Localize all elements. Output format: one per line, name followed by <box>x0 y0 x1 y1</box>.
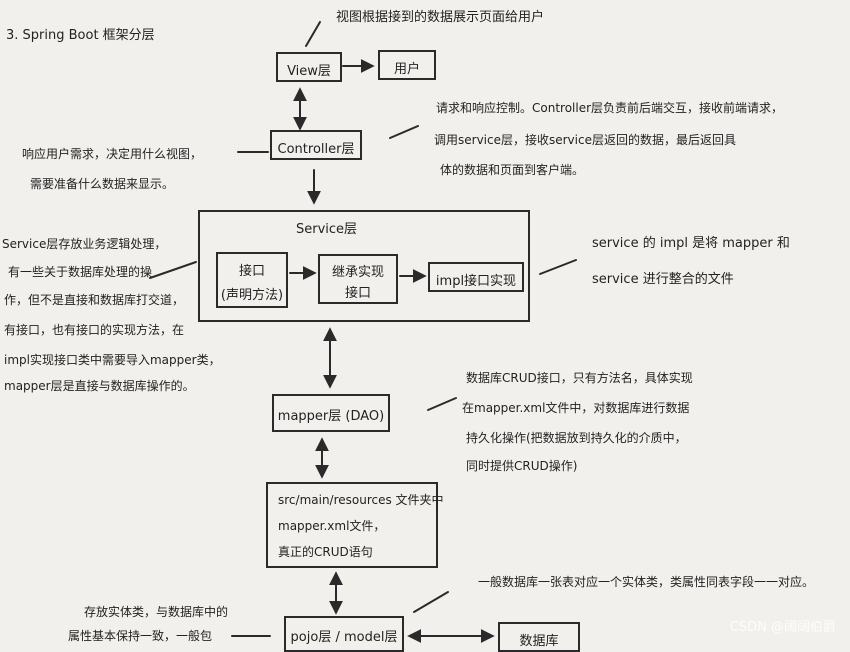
mapper-note-line-2: 在mapper.xml文件中，对数据库进行数据 <box>462 401 690 415</box>
mapper-layer-box: mapper层 (DAO) <box>272 394 390 432</box>
user-box: 用户 <box>378 50 436 80</box>
user-label: 用户 <box>393 62 420 77</box>
service-right-note-line-1: service 的 impl 是将 mapper 和 <box>592 236 790 251</box>
controller-right-note-line-2: 调用service层，接收service层返回的数据，最后返回具 <box>434 133 736 147</box>
controller-layer-box: Controller层 <box>270 130 362 160</box>
impl-label: impl接口实现 <box>435 274 517 289</box>
inherit-sublabel: 接口 <box>344 286 371 301</box>
leader-view-note <box>305 21 321 47</box>
watermark: CSDN @阔阔伯爵 <box>729 620 836 635</box>
pojo-left-note-line-1: 存放实体类，与数据库中的 <box>84 605 229 619</box>
controller-left-note-line-1: 响应用户需求，决定用什么视图， <box>22 147 203 161</box>
controller-right-note-line-1: 请求和响应控制。Controller层负责前后端交互，接收前端请求， <box>436 101 784 115</box>
mapper-note-line-1: 数据库CRUD接口，只有方法名，具体实现 <box>466 371 693 385</box>
diagram-heading: 3. Spring Boot 框架分层 <box>6 28 155 43</box>
service-right-note-line-2: service 进行整合的文件 <box>592 272 734 287</box>
mapper-layer-label: mapper层 (DAO) <box>277 409 385 424</box>
service-left-note-line-4: 有接口，也有接口的实现方法，在 <box>4 323 185 337</box>
pojo-layer-label: pojo层 / model层 <box>290 630 398 645</box>
leader-service-right <box>539 259 577 275</box>
leader-controller-right <box>389 125 419 139</box>
interface-box: 接口 (声明方法) <box>216 252 288 308</box>
database-box: 数据库 <box>498 622 580 652</box>
service-left-note-line-5: impl实现接口类中需要导入mapper类， <box>4 353 221 367</box>
service-left-note-line-3: 作，但不是直接和数据库打交道， <box>4 293 185 307</box>
service-left-note-line-2: 有一些关于数据库处理的操 <box>8 265 153 279</box>
interface-sublabel: (声明方法) <box>220 288 284 303</box>
resources-line-2: mapper.xml文件， <box>278 519 386 533</box>
service-left-note-line-6: mapper层是直接与数据库操作的。 <box>4 379 195 393</box>
leader-pojo-right <box>413 591 449 613</box>
impl-box: impl接口实现 <box>428 262 524 292</box>
mapper-note-line-4: 同时提供CRUD操作) <box>466 459 578 473</box>
service-left-note-line-1: Service层存放业务逻辑处理， <box>2 237 167 251</box>
view-note: 视图根据接到的数据展示页面给用户 <box>336 10 545 25</box>
inherit-label: 继承实现 <box>331 265 384 280</box>
database-label: 数据库 <box>519 634 559 649</box>
pojo-left-note-line-2: 属性基本保持一致，一般包 <box>68 629 213 643</box>
leader-service-left <box>149 261 197 279</box>
controller-left-note-line-2: 需要准备什么数据来显示。 <box>30 177 175 191</box>
resources-line-3: 真正的CRUD语句 <box>278 545 373 559</box>
pojo-right-note: 一般数据库一张表对应一个实体类，类属性同表字段一一对应。 <box>478 575 815 589</box>
leader-mapper-note <box>427 397 457 411</box>
inherit-impl-box: 继承实现 接口 <box>318 254 398 304</box>
view-layer-box: View层 <box>276 52 342 82</box>
service-layer-title: Service层 <box>296 222 358 237</box>
resources-line-1: src/main/resources 文件夹中 <box>278 493 444 507</box>
controller-right-note-line-3: 体的数据和页面到客户端。 <box>440 163 585 177</box>
view-layer-label: View层 <box>287 64 331 79</box>
resources-box: src/main/resources 文件夹中 mapper.xml文件， 真正… <box>266 482 444 568</box>
controller-layer-label: Controller层 <box>277 142 355 157</box>
interface-label: 接口 <box>238 264 265 279</box>
service-layer-box: Service层 <box>198 210 530 322</box>
mapper-note-line-3: 持久化操作(把数据放到持久化的介质中， <box>466 431 687 445</box>
